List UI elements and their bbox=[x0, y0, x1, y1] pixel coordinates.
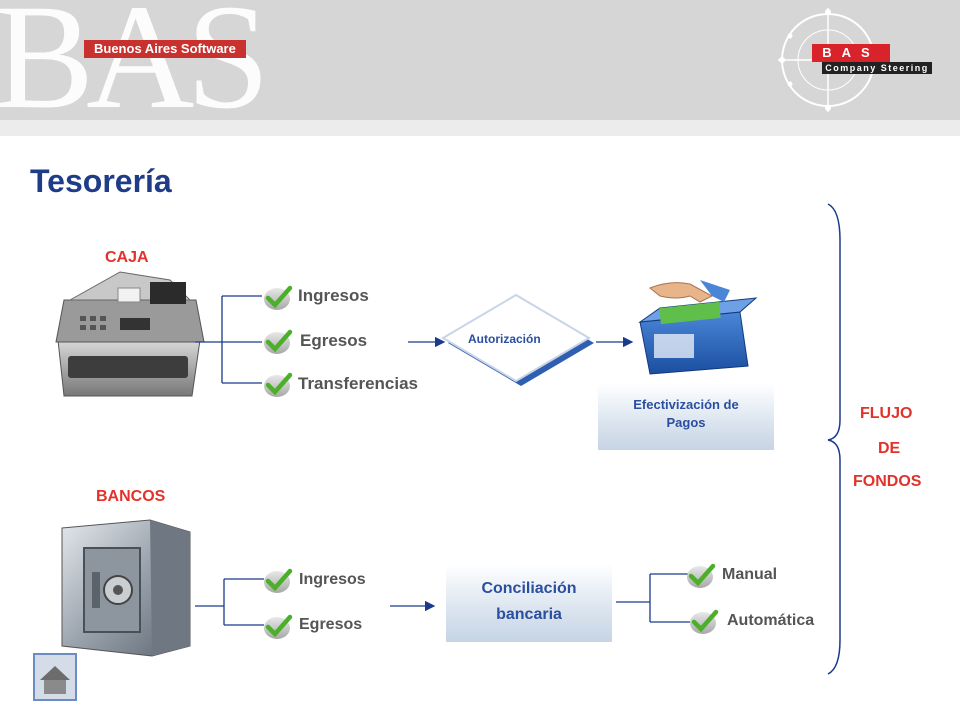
caja-label: CAJA bbox=[105, 249, 149, 266]
payment-box-icon bbox=[638, 280, 758, 375]
company-steering-logo: Company Steering bbox=[822, 62, 932, 74]
bancos-item-egresos: Egresos bbox=[299, 616, 363, 633]
conciliacion-box: Conciliación bancaria bbox=[446, 564, 612, 642]
caja-item-transferencias: Transferencias bbox=[298, 374, 419, 393]
flujo-line-1: FLUJO bbox=[860, 405, 913, 422]
check-icon bbox=[264, 568, 293, 593]
bancos-label: BANCOS bbox=[96, 488, 166, 505]
cash-register-icon bbox=[55, 271, 205, 397]
bancos-item-ingresos: Ingresos bbox=[299, 571, 366, 588]
bank-safe-icon bbox=[61, 519, 191, 657]
page-title: Tesorería bbox=[30, 163, 172, 199]
caja-item-ingresos: Ingresos bbox=[298, 286, 369, 305]
flujo-line-2: DE bbox=[878, 440, 901, 457]
efectivizacion-box: Efectivización de Pagos bbox=[598, 384, 774, 450]
check-icon bbox=[264, 285, 293, 310]
home-icon[interactable] bbox=[33, 653, 77, 701]
check-icon bbox=[690, 609, 719, 634]
company-tag: Buenos Aires Software bbox=[84, 40, 246, 58]
conciliacion-line-2: bancaria bbox=[496, 606, 562, 623]
bas-watermark-logo: BAS bbox=[0, 0, 270, 120]
check-icon bbox=[264, 614, 293, 639]
check-icon bbox=[687, 563, 716, 588]
caja-item-egresos: Egresos bbox=[300, 331, 368, 350]
autorizacion-diamond bbox=[441, 293, 594, 386]
flujo-line-3: FONDOS bbox=[853, 473, 922, 490]
bas-red-logo: BAS bbox=[812, 44, 890, 62]
modo-manual: Manual bbox=[722, 566, 778, 583]
efectivizacion-label: Efectivización de Pagos bbox=[633, 397, 739, 430]
check-icon bbox=[264, 329, 293, 354]
autorizacion-label: Autorización bbox=[468, 332, 541, 346]
flujo-brace bbox=[827, 203, 841, 675]
modo-automatica: Automática bbox=[727, 612, 815, 629]
check-icon bbox=[264, 372, 293, 397]
conciliacion-line-1: Conciliación bbox=[481, 580, 577, 597]
header-strip bbox=[0, 120, 960, 136]
